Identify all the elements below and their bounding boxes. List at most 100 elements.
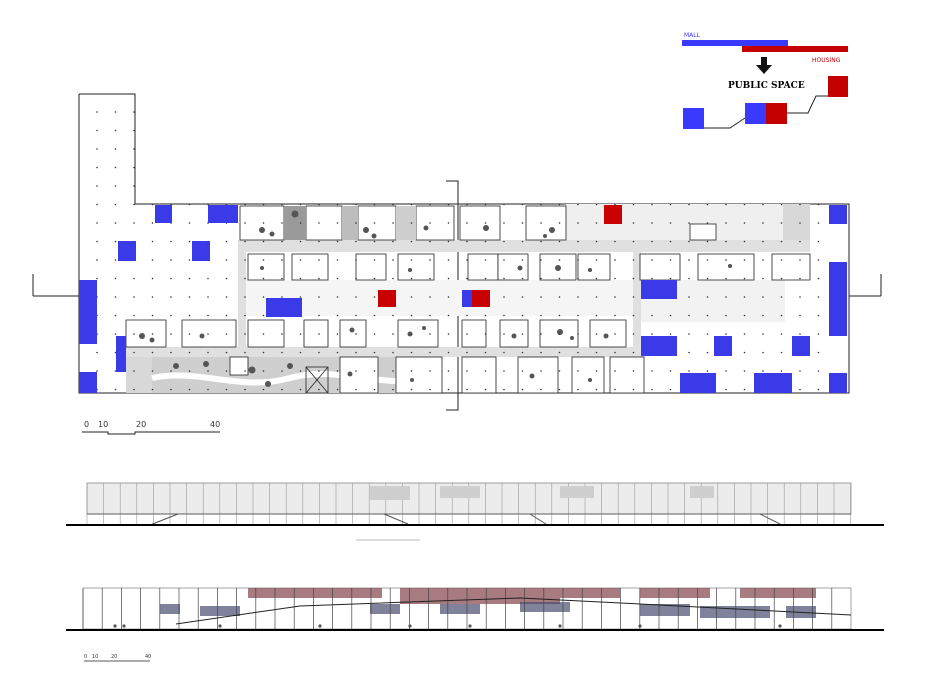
grid-dot <box>540 370 542 372</box>
grid-dot <box>188 351 191 354</box>
grid-dot <box>614 296 616 298</box>
corridor-west <box>126 357 152 393</box>
grid-dot <box>817 240 820 243</box>
grid-dot <box>577 370 579 372</box>
stair-core <box>305 366 329 394</box>
grid-dot <box>466 259 468 261</box>
grid-dot <box>133 129 135 132</box>
grid-dot <box>114 203 117 206</box>
section-upper <box>66 482 884 541</box>
grid-dot <box>207 333 209 335</box>
grid-dot <box>817 203 820 206</box>
grid-dot <box>262 370 265 372</box>
grid-dot <box>336 277 339 280</box>
grid-dot <box>355 388 357 391</box>
grid-dot <box>762 222 764 224</box>
floor-plan <box>32 93 882 411</box>
grid-dot <box>151 370 154 372</box>
grid-dot <box>244 351 246 354</box>
grid-dot <box>207 370 209 372</box>
mall-block <box>192 241 210 261</box>
grid-dot <box>780 296 783 298</box>
grid-dot <box>780 240 783 243</box>
corridor-bottom <box>126 347 646 357</box>
grid-dot <box>558 370 561 372</box>
grid-dot <box>614 388 616 391</box>
grid-dot <box>151 351 154 354</box>
grid-dot <box>817 259 820 261</box>
grid-dot <box>521 240 524 243</box>
grid-dot <box>540 333 542 335</box>
grid-dot <box>484 351 487 354</box>
grid-dot <box>503 370 505 372</box>
grid-dot <box>503 388 505 391</box>
grid-dot <box>373 314 376 317</box>
grid-dot <box>392 333 394 335</box>
grid-dot <box>207 388 209 391</box>
grid-dot <box>651 222 653 224</box>
grid-dot <box>225 314 228 317</box>
grid-dot <box>743 277 746 280</box>
grid-dot <box>262 388 265 391</box>
housing-block <box>378 290 396 307</box>
grid-dot <box>503 240 505 243</box>
grid-dot <box>725 240 727 243</box>
grid-dot <box>133 370 135 372</box>
grid-dot <box>410 277 413 280</box>
grid-dot <box>706 296 709 298</box>
legend: MALL HOUSING PUBLIC SPACE <box>682 32 848 129</box>
grid-dot <box>725 314 727 317</box>
grid-dot <box>355 333 357 335</box>
grid-dot <box>706 203 709 206</box>
grid-dot <box>96 148 98 150</box>
grid-dot <box>225 203 228 206</box>
grid-dot <box>799 333 801 335</box>
grid-dot <box>558 222 561 224</box>
grid-dot <box>503 259 505 261</box>
grid-dot <box>281 388 283 391</box>
grid-dot <box>540 240 542 243</box>
grid-dot <box>170 296 172 298</box>
grid-dot <box>410 351 413 354</box>
grid-dot <box>799 314 801 317</box>
grid-dot <box>632 277 635 280</box>
grid-dot <box>669 314 672 317</box>
grid-dot <box>743 240 746 243</box>
mall-block <box>641 336 677 356</box>
grid-dot <box>688 203 690 206</box>
grid-dot <box>336 203 339 206</box>
grid-dot <box>392 259 394 261</box>
grid-dot <box>725 296 727 298</box>
grid-dot <box>392 351 394 354</box>
grid-dot <box>392 222 394 224</box>
grid-dot <box>355 370 357 372</box>
legend-step-line <box>704 117 746 129</box>
grid-dot <box>170 203 172 206</box>
grid-dot <box>262 333 265 335</box>
grid-dot <box>632 296 635 298</box>
grid-dot <box>114 296 117 298</box>
housing-block <box>472 290 490 307</box>
grid-dot <box>170 370 172 372</box>
grid-dot <box>114 222 117 224</box>
mall-block <box>792 336 810 356</box>
grid-dot <box>188 370 191 372</box>
grid-dot <box>410 370 413 372</box>
grid-dot <box>373 370 376 372</box>
grid-dot <box>151 277 154 280</box>
grid-dot <box>799 203 801 206</box>
grid-dot <box>151 314 154 317</box>
grid-dot <box>484 259 487 261</box>
grid-dot <box>521 296 524 298</box>
grid-dot <box>706 259 709 261</box>
grid-dot <box>466 314 468 317</box>
grid-dot <box>429 277 431 280</box>
grid-dot <box>577 296 579 298</box>
grid-dot <box>188 388 191 391</box>
grid-dot <box>447 277 450 280</box>
grid-dot <box>244 388 246 391</box>
mall-block <box>714 336 732 356</box>
grid-dot <box>225 370 228 372</box>
grid-dot <box>706 240 709 243</box>
grid-dot <box>410 259 413 261</box>
